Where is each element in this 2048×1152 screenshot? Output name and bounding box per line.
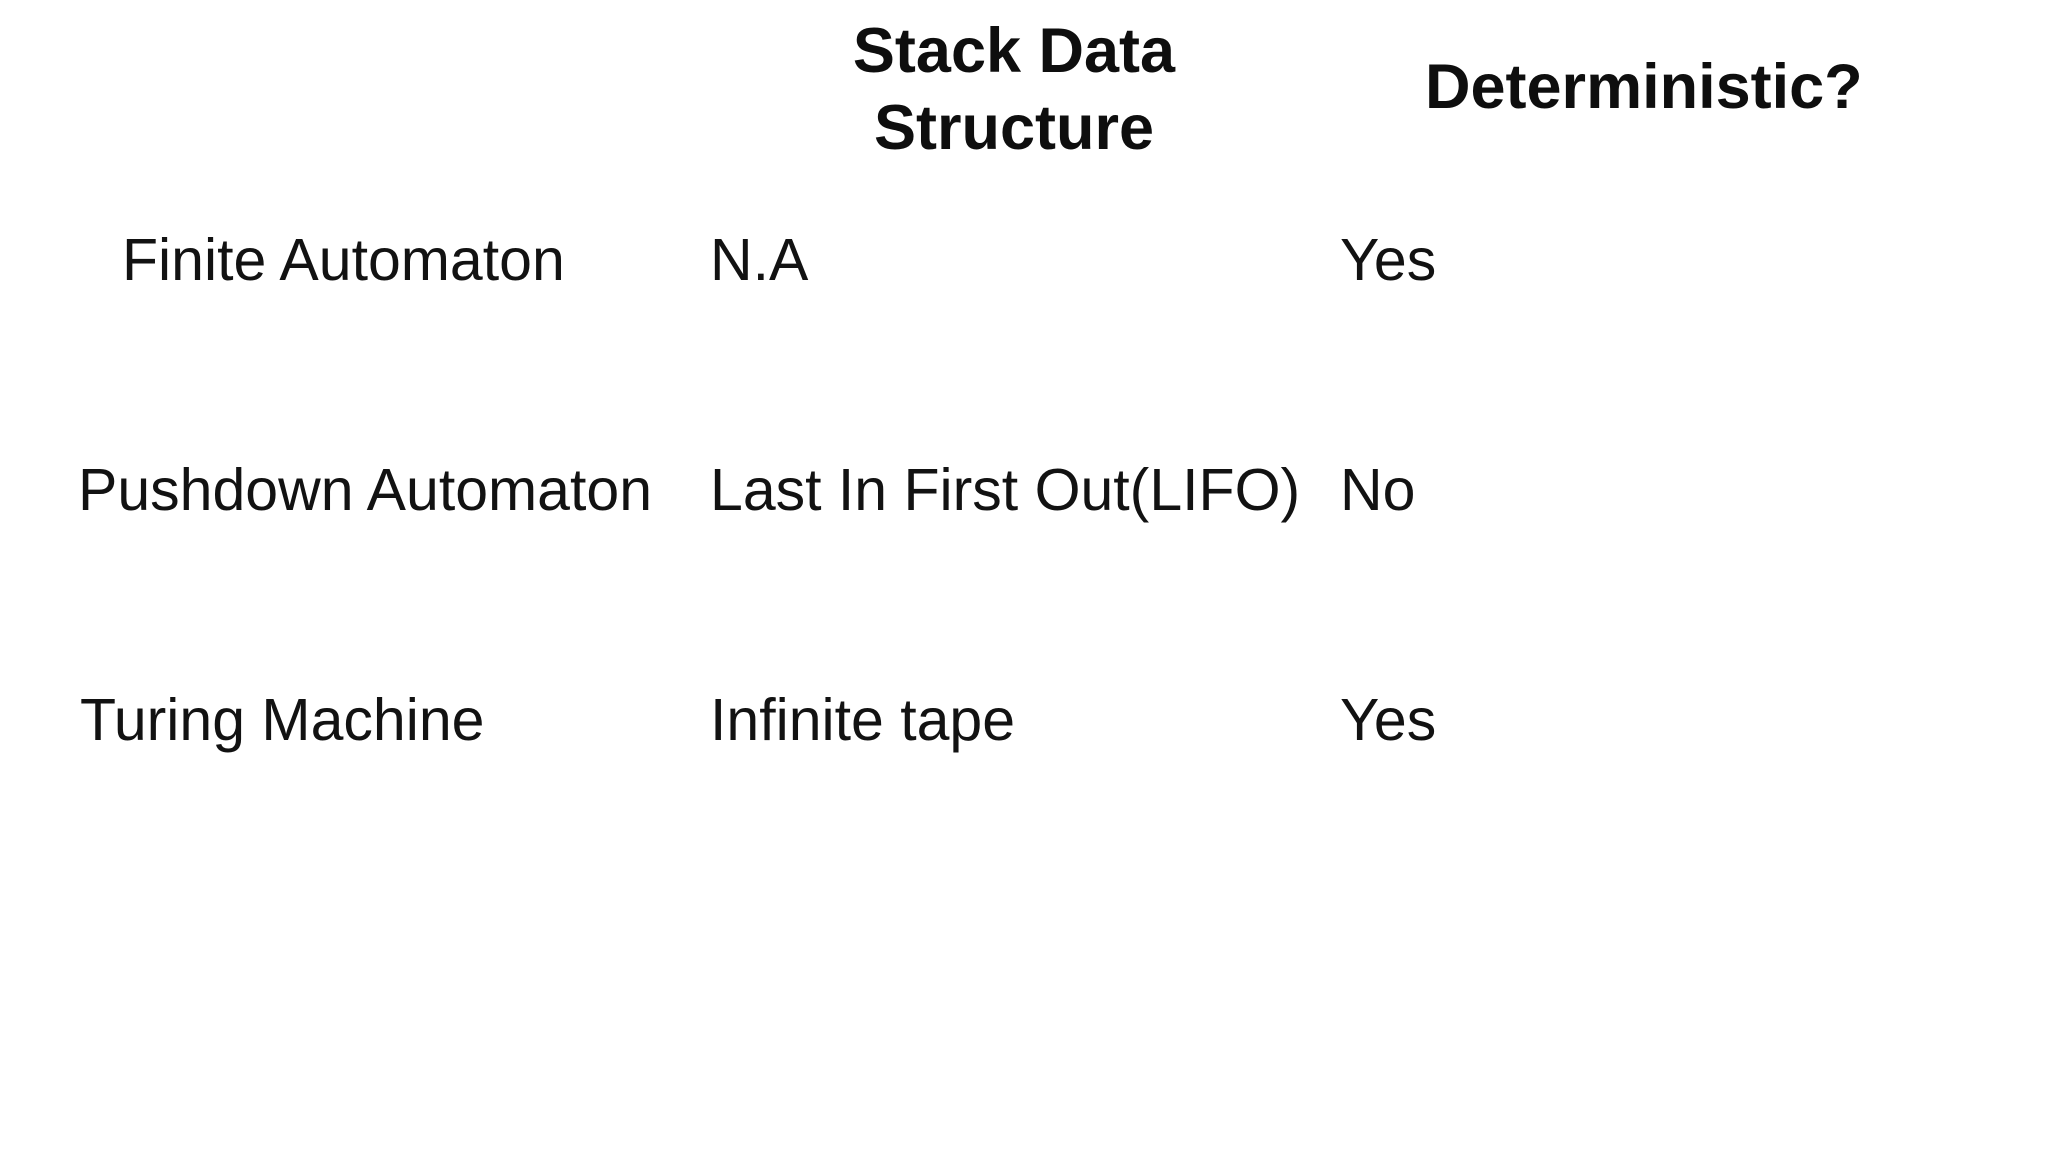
- row-label-pushdown-automaton: Pushdown Automaton: [78, 457, 653, 523]
- row-label-turing-machine: Turing Machine: [80, 687, 485, 753]
- row-label-finite-automaton: Finite Automaton: [122, 227, 565, 293]
- column-header-deterministic: Deterministic?: [1425, 52, 1863, 122]
- cell-pushdown-automaton-stack: Last In First Out(LIFO): [710, 457, 1301, 523]
- cell-finite-automaton-stack: N.A: [710, 227, 809, 293]
- cell-pushdown-automaton-deterministic: No: [1340, 457, 1416, 523]
- column-header-stack-data-structure: Stack Data Structure: [852, 16, 1176, 163]
- cell-turing-machine-stack: Infinite tape: [710, 687, 1016, 753]
- cell-finite-automaton-deterministic: Yes: [1340, 227, 1437, 293]
- cell-turing-machine-deterministic: Yes: [1340, 687, 1437, 753]
